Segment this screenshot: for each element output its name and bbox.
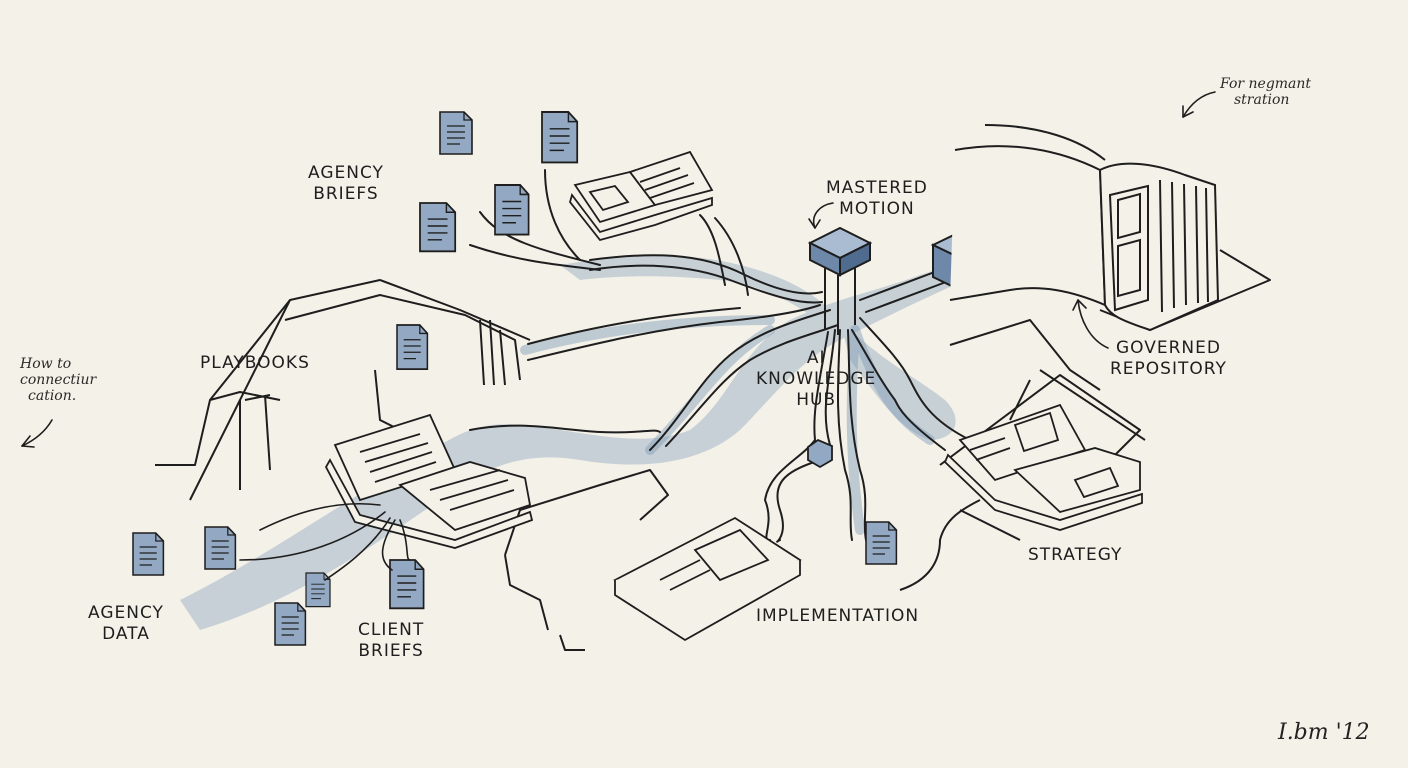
doc-icon	[439, 111, 473, 155]
watercolor-river	[180, 255, 966, 630]
doc-icon	[865, 521, 898, 565]
label-strategy: STRATEGY	[1028, 545, 1123, 565]
note-top-right: For negmant stration	[1220, 76, 1311, 108]
tendrils	[239, 502, 411, 581]
label-mastered-motion: MASTERED MOTION	[826, 178, 928, 220]
signature: I.bm '12	[1278, 720, 1370, 745]
label-line: BRIEFS	[358, 641, 424, 661]
note-line: How to	[20, 356, 72, 372]
doc-icon	[419, 202, 457, 253]
doc-icon	[204, 526, 237, 570]
note-line: stration	[1234, 92, 1290, 108]
label-line: MOTION	[839, 199, 915, 219]
label-line: BRIEFS	[313, 184, 379, 204]
label-line: KNOWLEDGE	[756, 369, 877, 389]
note-left: How to connectiur cation.	[20, 356, 96, 404]
note-line: For negmant	[1220, 76, 1312, 92]
cube-mastered-motion	[807, 226, 873, 335]
label-agency-briefs: AGENCY BRIEFS	[308, 163, 384, 205]
label-line: AGENCY	[308, 163, 384, 183]
note-line: cation.	[28, 388, 77, 404]
doc-icon	[305, 572, 331, 608]
label-agency-data: AGENCY DATA	[88, 603, 164, 645]
doc-icon	[389, 559, 425, 610]
note-line: connectiur	[20, 372, 97, 388]
pointer-arrows	[21, 91, 1216, 448]
doc-icon	[396, 324, 429, 370]
label-line: HUB	[796, 390, 837, 410]
doc-icon	[274, 602, 307, 646]
label-playbooks: PLAYBOOKS	[200, 353, 310, 373]
doc-icon	[541, 111, 579, 164]
label-line: CLIENT	[358, 620, 425, 640]
repository-book	[949, 124, 1220, 332]
label-line: AGENCY	[88, 603, 164, 623]
doc-icon	[132, 532, 165, 576]
doc-icon	[494, 184, 530, 236]
label-client-briefs: CLIENT BRIEFS	[358, 620, 424, 662]
book-center	[324, 413, 534, 549]
label-line: DATA	[102, 624, 150, 644]
book-implementation	[613, 516, 802, 642]
label-governed-repository: GOVERNED REPOSITORY	[1110, 338, 1227, 380]
book-strategy	[943, 403, 1143, 531]
label-line: REPOSITORY	[1110, 359, 1227, 379]
book-agency-briefs	[569, 150, 714, 242]
label-line: AI	[806, 348, 826, 368]
label-line: GOVERNED	[1115, 338, 1221, 358]
label-ai-knowledge-hub: AI KNOWLEDGE HUB	[756, 348, 876, 411]
label-implementation: IMPLEMENTATION	[756, 606, 920, 626]
label-line: MASTERED	[826, 178, 928, 198]
